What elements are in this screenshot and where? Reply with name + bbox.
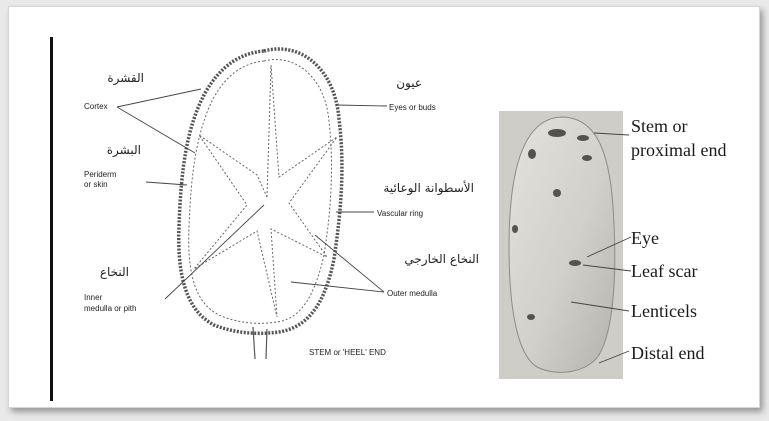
label-pith-en-1: Inner: [84, 293, 103, 302]
label-periderm-en-1: Periderm: [84, 170, 117, 179]
tuber-body: [509, 117, 615, 372]
photo-label-stem-1: Stem or: [631, 116, 688, 136]
label-pith-en-2: medulla or pith: [84, 304, 136, 313]
label-pith-ar: النخاع: [100, 265, 129, 279]
photo-label-eye: Eye: [631, 228, 659, 248]
tuber-cross-section-diagram: القشرة Cortex البشرة Periderm or skin ال…: [84, 49, 479, 359]
label-periderm-en-2: or skin: [84, 180, 108, 189]
figure-canvas: القشرة Cortex البشرة Periderm or skin ال…: [9, 7, 759, 407]
inner-medulla-star: [194, 65, 337, 317]
photo-label-lenticels: Lenticels: [631, 301, 697, 321]
label-eyes-ar: عيون: [396, 76, 422, 91]
label-cortex-ar: القشرة: [107, 71, 144, 86]
label-cortex-en: Cortex: [84, 102, 108, 111]
tuber-photo: [499, 111, 631, 379]
photo-label-distal-end: Distal end: [631, 343, 705, 363]
label-periderm-ar: البشرة: [107, 143, 141, 158]
figure-frame: القشرة Cortex البشرة Periderm or skin ال…: [8, 6, 760, 408]
label-vascular-ring-ar: الأسطوانة الوعائية: [383, 180, 474, 196]
label-eyes-en: Eyes or buds: [389, 103, 436, 112]
photo-label-stem-2: proximal end: [631, 140, 726, 160]
label-outer-medulla-ar: النخاع الخارجي: [404, 252, 479, 267]
tuber-outline: [179, 49, 342, 333]
stem-heel-end-caption: STEM or 'HEEL' END: [309, 348, 386, 357]
label-vascular-ring-en: Vascular ring: [377, 209, 423, 218]
label-outer-medulla-en: Outer medulla: [387, 289, 438, 298]
photo-label-leaf-scar: Leaf scar: [631, 261, 697, 281]
